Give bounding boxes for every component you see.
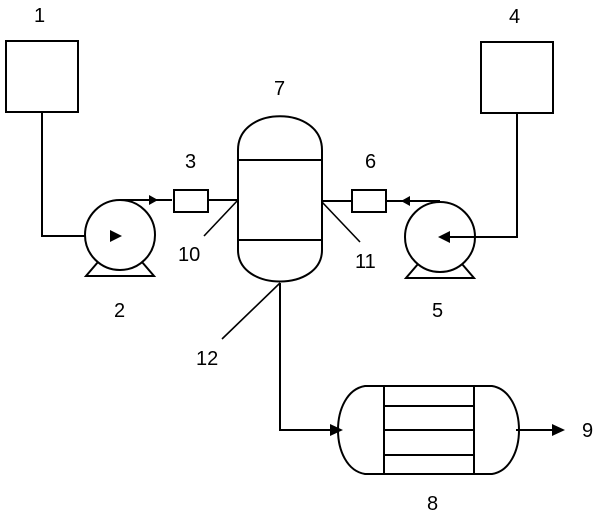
label-pump-left: 2 (114, 300, 125, 322)
pump-right (403, 201, 477, 279)
pump-left (83, 199, 157, 277)
line-tank-right-to-pump (450, 113, 518, 238)
heat-exchanger (337, 385, 520, 475)
tank-left (5, 40, 79, 113)
arrowhead-filter-right (401, 196, 410, 206)
leader-inlet-right (321, 201, 361, 243)
arrowhead-outlet (552, 424, 565, 436)
label-reactor: 7 (274, 78, 285, 100)
label-outlet: 9 (582, 420, 593, 442)
label-bottom-outlet: 12 (196, 348, 218, 370)
label-tank-right: 4 (509, 6, 520, 28)
label-inlet-left: 10 (178, 244, 200, 266)
arrowhead-pump-left-center (110, 230, 122, 242)
label-heat-exchanger: 8 (427, 493, 438, 515)
label-pump-right: 5 (432, 300, 443, 322)
filter-right (351, 189, 387, 213)
leader-inlet-left (203, 199, 239, 237)
label-tank-left: 1 (34, 5, 45, 27)
reactor-vessel (237, 115, 323, 283)
label-filter-right: 6 (365, 151, 376, 173)
arrowhead-exchanger-inlet (330, 424, 343, 436)
label-inlet-right: 11 (355, 251, 376, 273)
arrowhead-filter-left (149, 195, 158, 205)
label-filter-left: 3 (185, 151, 196, 173)
line-reactor-to-exchanger (279, 283, 330, 431)
arrowhead-pump-right-center (438, 231, 450, 243)
filter-left (173, 189, 209, 213)
leader-bottom-outlet (221, 282, 281, 340)
tank-right (480, 41, 554, 114)
